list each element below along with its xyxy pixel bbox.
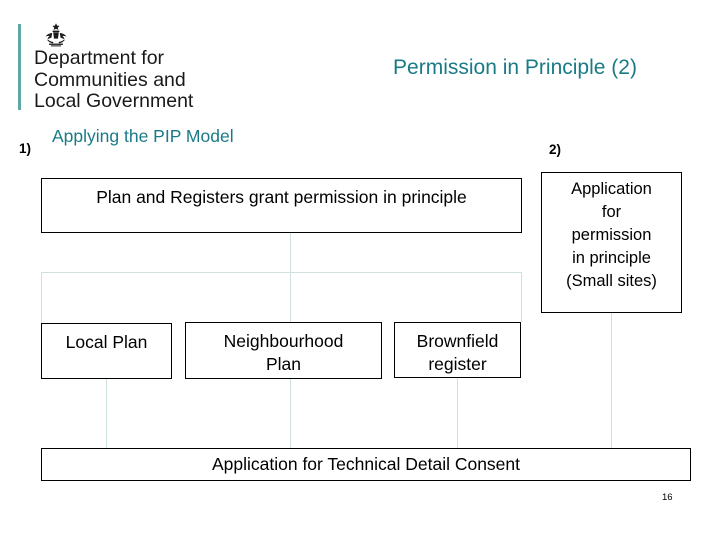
box-application-for-permission-in-principle[interactable]: Application for permission in principle … [541, 172, 682, 313]
logo-rule-divider [18, 24, 21, 110]
royal-crest-icon [36, 22, 76, 48]
department-logo: Department for Communities and Local Gov… [18, 22, 223, 112]
connector-bar-to-neighbourhood-plan [290, 272, 291, 322]
box-application-for-technical-detail-consent-label: Application for Technical Detail Consent [211, 454, 521, 474]
box-brownfield-register-label: Brownfield register [416, 331, 499, 374]
connector-distribution-bar [41, 272, 522, 273]
box-plan-and-registers[interactable]: Plan and Registers grant permission in p… [41, 178, 522, 233]
box-neighbourhood-plan-label: Neighbourhood Plan [223, 331, 344, 374]
connector-neighbourhood-plan-to-technical-detail [290, 379, 291, 448]
section-marker-1: 1) [19, 141, 32, 156]
box-plan-and-registers-label: Plan and Registers grant permission in p… [96, 187, 467, 207]
section-marker-2: 2) [549, 142, 562, 157]
box-application-for-technical-detail-consent[interactable]: Application for Technical Detail Consent [41, 448, 691, 481]
page-number: 16 [662, 492, 673, 503]
box-local-plan-label: Local Plan [65, 332, 148, 352]
section-subtitle-applying-pip-model: Applying the PIP Model [52, 126, 234, 146]
box-brownfield-register[interactable]: Brownfield register [394, 322, 521, 378]
connector-bar-to-brownfield-register [521, 272, 522, 322]
box-neighbourhood-plan[interactable]: Neighbourhood Plan [185, 322, 382, 379]
connector-plan-registers-down [290, 233, 291, 272]
connector-brownfield-register-to-technical-detail [457, 378, 458, 448]
connector-bar-to-local-plan [41, 272, 42, 323]
connector-application-pip-to-technical-detail [611, 313, 612, 448]
page-title: Permission in Principle (2) [393, 56, 637, 79]
logo-text: Department for Communities and Local Gov… [34, 47, 194, 112]
box-local-plan[interactable]: Local Plan [41, 323, 172, 379]
box-application-for-permission-in-principle-label: Application for permission in principle … [566, 180, 657, 290]
connector-local-plan-to-technical-detail [106, 379, 107, 448]
